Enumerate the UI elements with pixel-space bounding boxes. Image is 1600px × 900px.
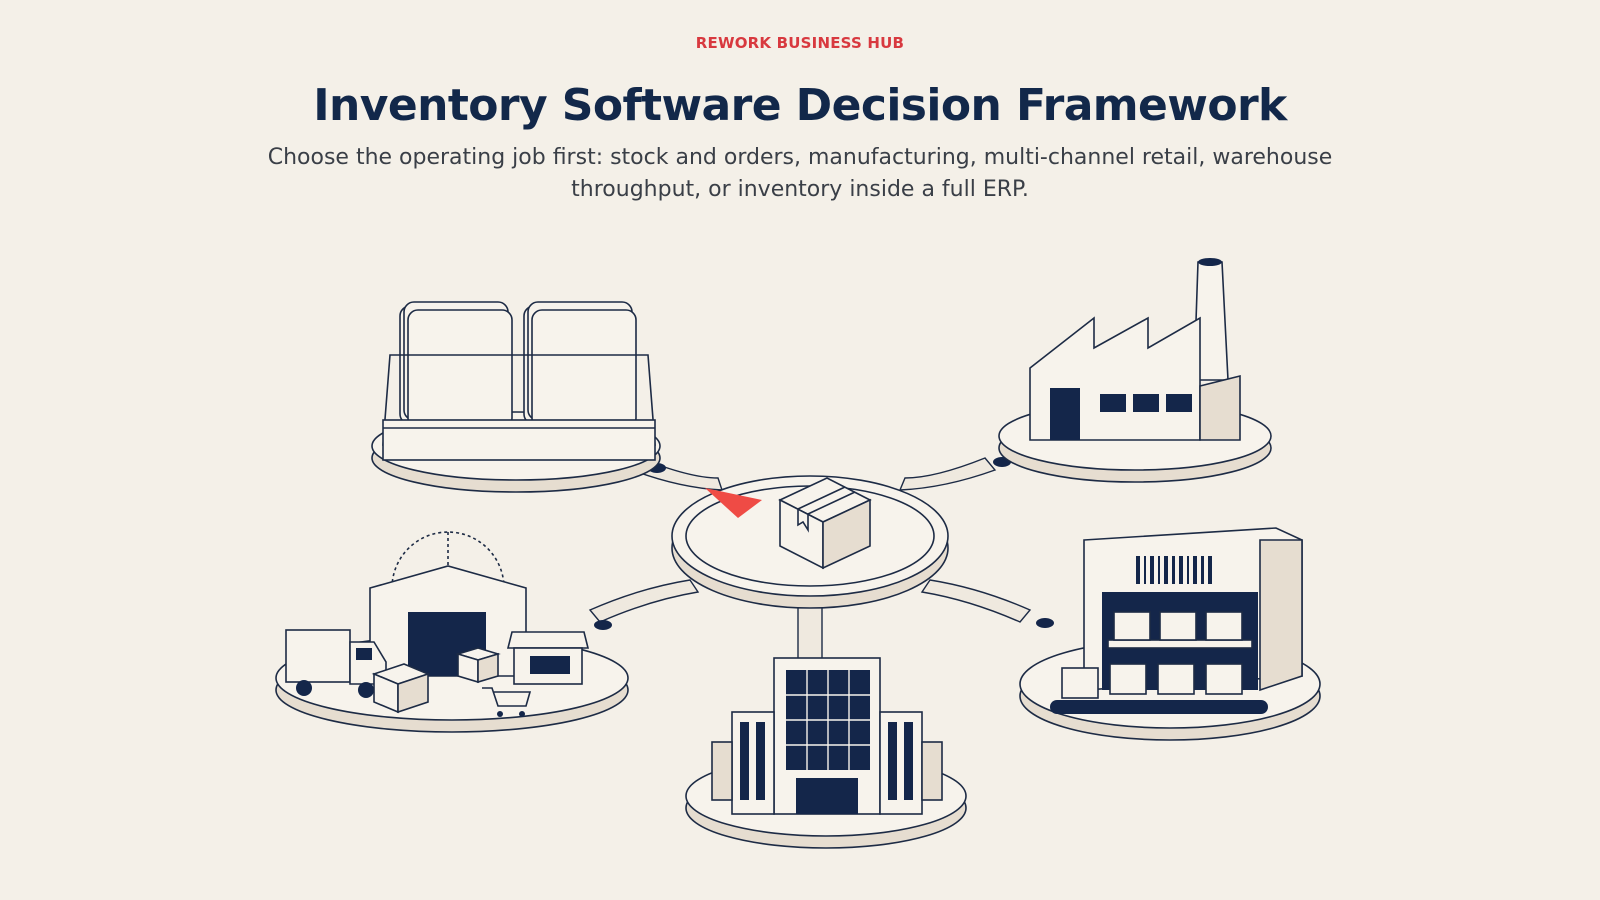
page-title: Inventory Software Decision Framework: [313, 80, 1287, 131]
pointer-arrow-icon: [705, 488, 762, 518]
eyebrow-label: REWORK BUSINESS HUB: [695, 34, 905, 52]
card-tray-icon: [382, 301, 656, 461]
page-subtitle: Choose the operating job first: stock an…: [267, 145, 1333, 202]
node-multi-channel-retail[interactable]: [275, 531, 629, 733]
node-manufacturing[interactable]: [998, 258, 1272, 483]
warehouse-truck-store-icon: [285, 531, 590, 717]
conveyor-warehouse-icon: [1050, 527, 1303, 714]
node-full-erp[interactable]: [685, 657, 967, 849]
office-building-icon: [711, 657, 943, 815]
factory-icon: [1029, 258, 1241, 441]
package-box-icon: [778, 477, 872, 570]
node-stock-orders[interactable]: [371, 301, 661, 493]
node-warehouse-throughput[interactable]: [1019, 527, 1321, 741]
